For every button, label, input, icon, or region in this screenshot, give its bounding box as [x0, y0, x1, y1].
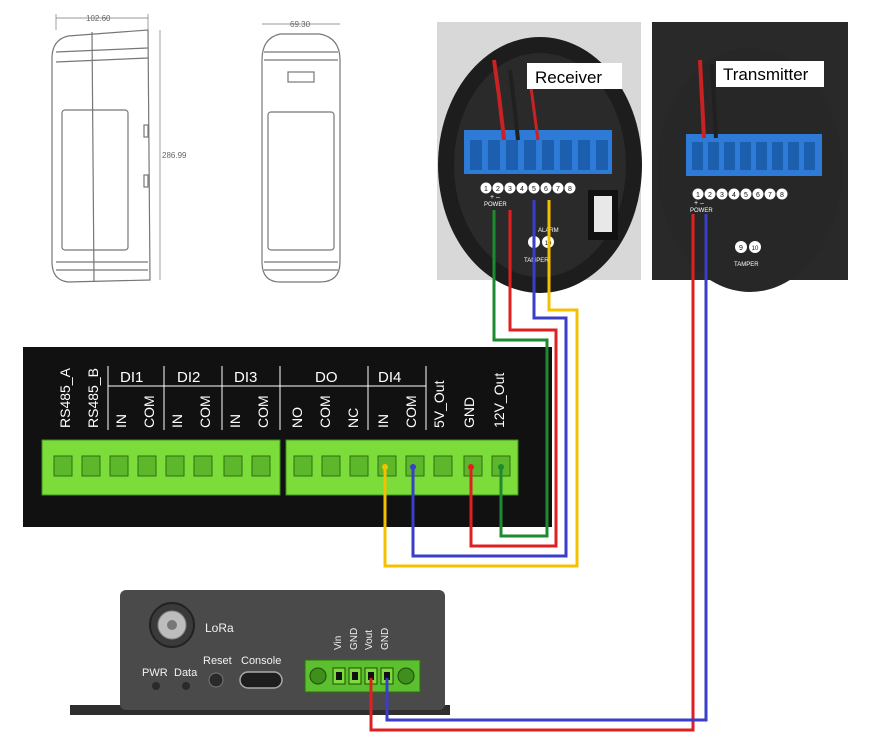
data-led	[182, 682, 190, 690]
pin-label-di4-in: IN	[375, 414, 391, 428]
group-label-di2: DI2	[177, 369, 200, 386]
svg-text:5: 5	[744, 192, 748, 199]
pin-label-di2-com: COM	[197, 395, 213, 428]
receiver-power-label: POWER	[484, 202, 507, 208]
svg-text:1: 1	[484, 186, 488, 193]
gateway-device	[70, 590, 450, 715]
pin-label-di3-com: COM	[255, 395, 271, 428]
wires	[369, 200, 708, 732]
console-label: Console	[241, 655, 281, 667]
svg-text:5: 5	[532, 186, 536, 193]
transmitter-plus-minus: + –	[694, 200, 704, 207]
svg-text:2: 2	[708, 192, 712, 199]
receiver-photo	[437, 22, 642, 293]
pwr-led-label: PWR	[142, 667, 168, 679]
reset-label: Reset	[203, 655, 232, 667]
group-label-di3: DI3	[234, 369, 257, 386]
receiver-plus-minus: + –	[490, 194, 500, 201]
pin-label-12v-out: 12V_Out	[491, 373, 507, 428]
pin-label-di3-in: IN	[227, 414, 243, 428]
transmitter-tamper-terminals: 9 10	[735, 241, 761, 253]
group-dividers	[107, 366, 427, 430]
console-usb-port[interactable]	[239, 671, 283, 689]
io-terminal-block-right	[285, 439, 519, 496]
wire-receiver-power-plus	[492, 210, 549, 538]
wire-transmitter-power-minus	[385, 214, 708, 722]
io-pin-labels: RS485_A RS485_B IN COM IN COM IN COM NO …	[57, 367, 507, 428]
svg-text:4: 4	[520, 186, 524, 193]
transmitter-power-label: POWER	[690, 208, 713, 214]
svg-text:9: 9	[739, 245, 743, 252]
gateway-terminal-block	[304, 659, 421, 693]
terminal-label-vout: Vout	[364, 630, 375, 650]
svg-text:7: 7	[556, 186, 560, 193]
svg-text:2: 2	[496, 186, 500, 193]
svg-text:3: 3	[720, 192, 724, 199]
group-label-do: DO	[315, 369, 338, 386]
svg-text:4: 4	[732, 192, 736, 199]
io-terminal-sockets	[53, 455, 511, 477]
reset-button[interactable]	[208, 672, 224, 688]
io-board	[23, 347, 552, 527]
svg-text:7: 7	[768, 192, 772, 199]
pin-label-di1-in: IN	[113, 414, 129, 428]
pin-label-rs485-a: RS485_A	[57, 367, 73, 428]
wire-receiver-alarm-in	[383, 200, 579, 568]
svg-text:8: 8	[780, 192, 784, 199]
svg-text:1: 1	[696, 192, 700, 199]
dim-width-2: 69.30	[290, 20, 311, 29]
terminal-label-gnd-1: GND	[349, 628, 360, 650]
pin-label-do-com: COM	[317, 395, 333, 428]
svg-text:6: 6	[544, 186, 548, 193]
receiver-tamper-label: TAMPER	[524, 258, 549, 264]
pin-label-rs485-b: RS485_B	[85, 368, 101, 428]
lora-antenna-connector	[149, 602, 195, 648]
wire-transmitter-power-plus	[369, 214, 695, 732]
pin-label-do-nc: NC	[345, 408, 361, 428]
pin-label-gnd: GND	[461, 397, 477, 428]
pin-label-do-no: NO	[289, 407, 305, 428]
group-label-di4: DI4	[378, 369, 401, 386]
dim-height: 286.99	[162, 151, 187, 160]
transmitter-photo	[652, 22, 848, 292]
pin-label-5v-out: 5V_Out	[431, 380, 447, 428]
wire-endpoints	[382, 464, 504, 470]
transmitter-tamper-label: TAMPER	[734, 262, 759, 268]
transmitter-title: Transmitter	[723, 65, 809, 84]
io-terminal-block-left	[41, 439, 281, 496]
receiver-terminal-numbers: 1 2 3 4 5 6 7 8	[480, 182, 576, 194]
group-label-di1: DI1	[120, 369, 143, 386]
pwr-led	[152, 682, 160, 690]
transmitter-terminal-numbers: 1 2 3 4 5 6 7 8	[692, 188, 788, 200]
pin-label-di2-in: IN	[169, 414, 185, 428]
dim-width-1: 102.60	[86, 14, 111, 23]
svg-text:6: 6	[756, 192, 760, 199]
wire-receiver-alarm-com	[411, 200, 568, 558]
lora-label: LoRa	[205, 621, 234, 635]
pin-label-di4-com: COM	[403, 395, 419, 428]
receiver-title: Receiver	[535, 68, 602, 87]
svg-text:10: 10	[752, 246, 759, 252]
pin-label-di1-com: COM	[141, 395, 157, 428]
svg-text:8: 8	[568, 186, 572, 193]
gateway-terminal-labels: Vin GND Vout GND	[333, 628, 391, 650]
terminal-label-gnd-2: GND	[380, 628, 391, 650]
detector-side-drawing	[51, 14, 161, 283]
detector-front-drawing	[261, 23, 341, 283]
svg-text:3: 3	[508, 186, 512, 193]
data-led-label: Data	[174, 667, 198, 679]
terminal-label-vin: Vin	[333, 636, 344, 650]
wire-receiver-power-minus	[469, 210, 558, 548]
